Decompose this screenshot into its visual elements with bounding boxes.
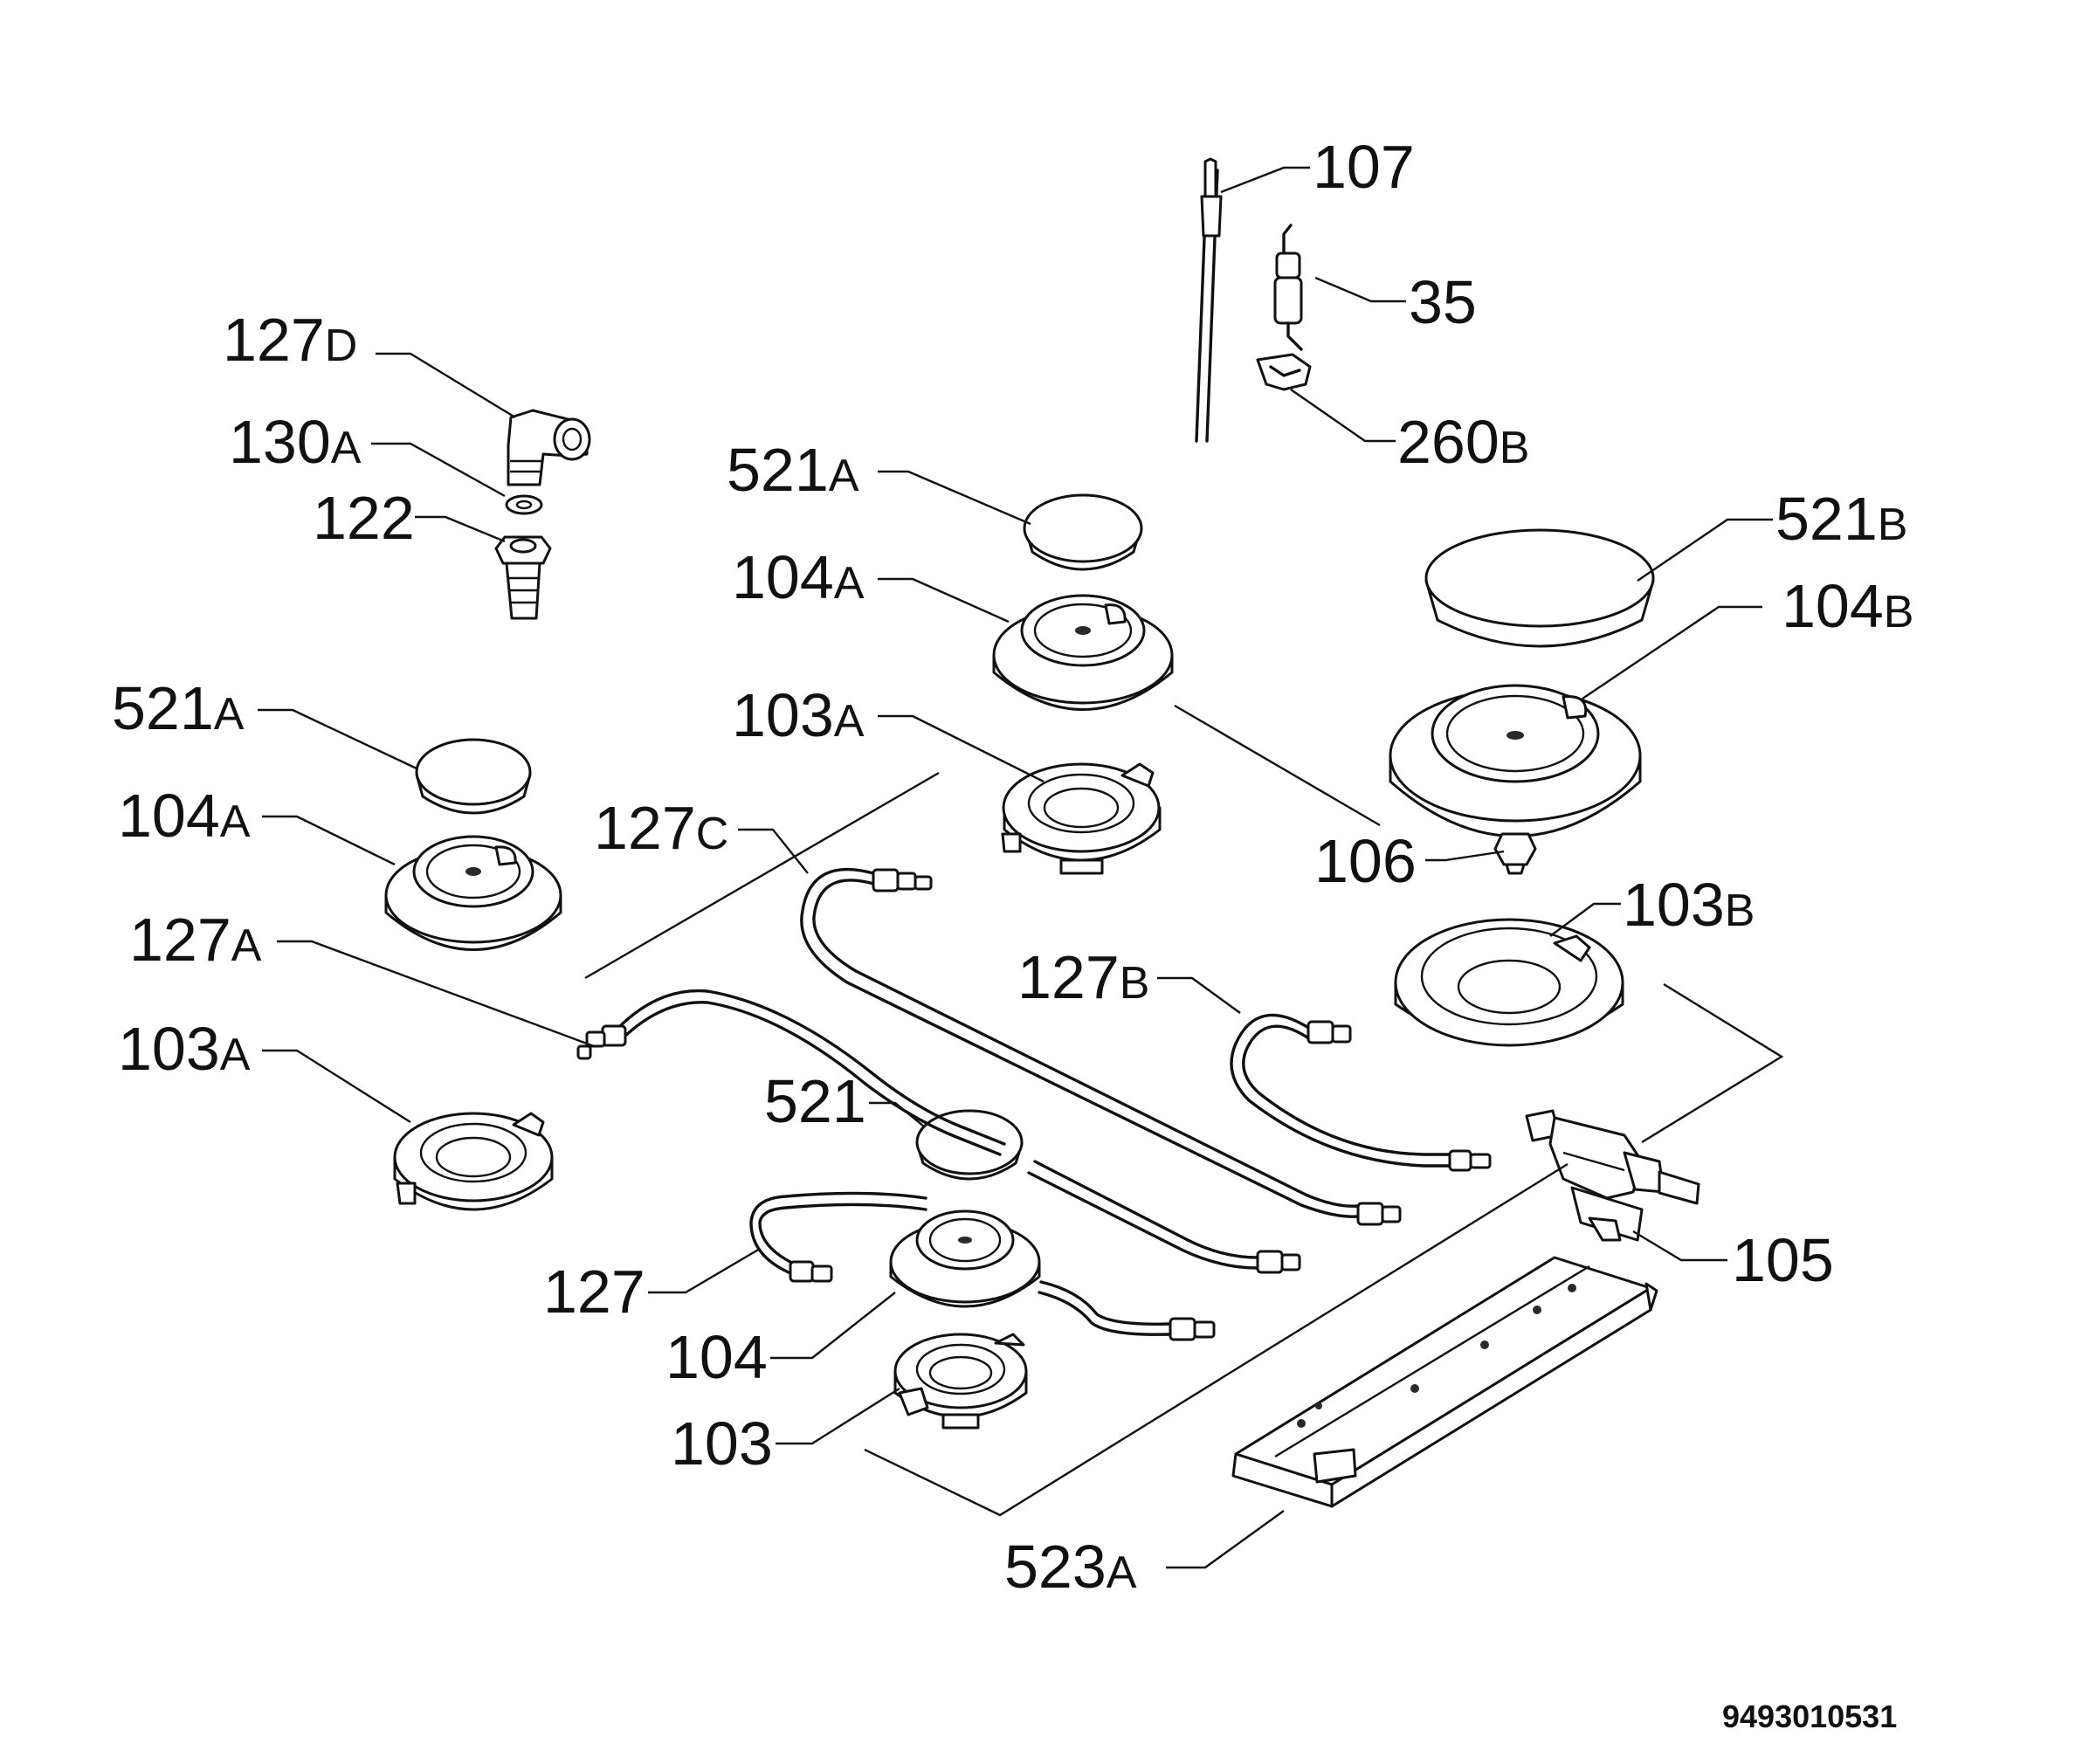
gas-pipe-127b bbox=[1230, 1013, 1492, 1172]
leader-lines bbox=[258, 166, 1773, 1569]
callout-104: 104 bbox=[665, 1323, 768, 1391]
drawing-number: 9493010531 bbox=[1722, 1699, 1897, 1734]
callout-labels: 107 35 260B 127D 130A 122 521A 104A 521B… bbox=[112, 133, 1913, 1734]
sealing-washer bbox=[505, 494, 543, 515]
callout-104a-center: 104A bbox=[732, 543, 865, 611]
injector bbox=[1493, 832, 1537, 875]
callout-523a: 523A bbox=[1004, 1533, 1137, 1601]
callout-35: 35 bbox=[1409, 268, 1477, 336]
callout-104b: 104B bbox=[1782, 572, 1913, 640]
burner-cap-521a-center bbox=[1023, 493, 1143, 571]
gas-pipe-127c bbox=[800, 867, 1402, 1226]
callout-521b: 521B bbox=[1775, 485, 1907, 553]
callout-103b: 103B bbox=[1623, 871, 1755, 939]
elbow-connector bbox=[507, 409, 591, 486]
burner-cap-521b bbox=[1424, 528, 1655, 648]
callout-521a-left: 521A bbox=[112, 674, 245, 742]
gas-pipe-127 bbox=[749, 1191, 1216, 1341]
burner-base-103 bbox=[893, 1333, 1028, 1430]
callout-127a: 127A bbox=[129, 906, 262, 974]
burner-cap-521a-left bbox=[415, 738, 532, 815]
ignition-electrode bbox=[1273, 224, 1303, 351]
manifold-rail bbox=[1231, 1256, 1658, 1508]
callout-103: 103 bbox=[671, 1409, 773, 1478]
callout-127d: 127D bbox=[223, 306, 357, 374]
hose-nipple bbox=[494, 535, 552, 620]
callout-127c: 127C bbox=[594, 794, 728, 862]
burner-crown-104a-center bbox=[992, 594, 1174, 711]
callout-106: 106 bbox=[1314, 827, 1417, 895]
callout-122: 122 bbox=[313, 484, 415, 552]
callout-127: 127 bbox=[543, 1258, 645, 1326]
burner-base-103b bbox=[1394, 918, 1624, 1047]
burner-crown-104b bbox=[1389, 684, 1642, 837]
callout-521: 521 bbox=[764, 1067, 866, 1135]
gas-valve bbox=[1525, 1109, 1700, 1242]
callout-130a: 130A bbox=[229, 408, 362, 476]
callout-103a-left: 103A bbox=[118, 1015, 251, 1083]
callout-521a-center: 521A bbox=[727, 436, 859, 504]
callout-260b: 260B bbox=[1397, 408, 1529, 476]
burner-crown-104a-left bbox=[384, 835, 562, 951]
thermocouple-probe bbox=[1195, 157, 1223, 443]
burner-base-103a-center bbox=[1001, 762, 1162, 875]
callout-127b: 127B bbox=[1017, 943, 1149, 1011]
callout-107: 107 bbox=[1313, 133, 1415, 201]
burner-cap-521 bbox=[915, 1109, 1024, 1181]
callout-105: 105 bbox=[1732, 1226, 1834, 1294]
callout-103a-center: 103A bbox=[732, 681, 865, 749]
burner-crown-104 bbox=[889, 1209, 1041, 1308]
assembly-bracket-lines bbox=[584, 704, 1784, 1517]
gas-pipe-127a bbox=[576, 989, 1301, 1274]
burner-base-103a-left bbox=[393, 1112, 554, 1211]
callout-104a-left: 104A bbox=[118, 782, 251, 850]
electrode-clip bbox=[1256, 353, 1312, 391]
